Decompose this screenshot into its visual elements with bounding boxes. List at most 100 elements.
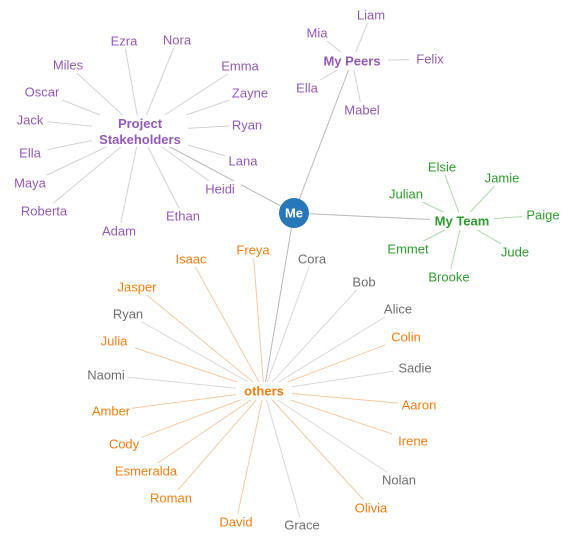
label-bg — [15, 203, 73, 219]
label-bg — [112, 279, 162, 295]
node-stakeholders-oscar: Oscar — [25, 85, 60, 100]
node-others-bob: Bob — [352, 275, 375, 290]
label-bg — [497, 244, 533, 260]
node-team-emmet: Emmet — [387, 242, 429, 257]
node-team-julian: Julian — [389, 187, 423, 202]
label-bg — [385, 329, 427, 345]
node-team-paige: Paige — [526, 208, 559, 223]
node-team-elsie: Elsie — [428, 160, 456, 175]
label-bg — [346, 500, 396, 516]
node-stakeholders-maya: Maya — [14, 176, 47, 191]
label-bg — [12, 112, 48, 128]
edge-others-david — [235, 390, 265, 523]
node-peers-felix: Felix — [416, 52, 444, 67]
label-bg — [394, 360, 436, 376]
node-others-jasper: Jasper — [117, 280, 157, 295]
node-others-sadie: Sadie — [398, 361, 431, 376]
label-bg — [378, 472, 420, 488]
label-bg — [106, 436, 142, 452]
label-bg — [110, 463, 182, 479]
edge-others-bob — [263, 281, 365, 392]
node-others-david: David — [219, 515, 252, 530]
node-others-cody: Cody — [109, 437, 140, 452]
label-bg — [341, 102, 383, 118]
node-stakeholders-ethan: Ethan — [166, 209, 200, 224]
center-node — [279, 198, 309, 228]
node-stakeholders-miles: Miles — [53, 58, 84, 73]
node-others-julia: Julia — [101, 334, 129, 349]
edge-team-brooke — [448, 220, 463, 278]
center-label: Me — [285, 206, 303, 221]
node-stakeholders-jack: Jack — [17, 113, 44, 128]
label-bg — [215, 514, 257, 530]
node-stakeholders-roberta: Roberta — [21, 204, 68, 219]
node-stakeholders-emma: Emma — [221, 59, 259, 74]
node-team-brooke: Brooke — [428, 270, 469, 285]
node-others-colin: Colin — [391, 330, 421, 345]
label-bg — [110, 306, 146, 322]
label-bg — [12, 145, 48, 161]
label-bg — [316, 52, 388, 70]
label-bg — [236, 382, 292, 400]
node-stakeholders-heidi: Heidi — [205, 182, 235, 197]
node-stakeholders-nora: Nora — [163, 33, 192, 48]
node-others-freya: Freya — [236, 243, 270, 258]
hub-team: My Team — [435, 214, 490, 229]
label-bg — [85, 367, 127, 383]
label-bg — [424, 269, 474, 285]
node-peers-mabel: Mabel — [344, 103, 380, 118]
label-bg — [170, 251, 212, 267]
label-bg — [159, 32, 195, 48]
label-bg — [294, 251, 330, 267]
node-others-olivia: Olivia — [355, 501, 388, 516]
label-bg — [93, 333, 135, 349]
label-bg — [21, 84, 63, 100]
label-bg — [303, 25, 331, 41]
edge-others-cora — [263, 258, 313, 392]
label-bg — [101, 223, 137, 239]
node-stakeholders-ryan: Ryan — [232, 118, 262, 133]
label-bg — [162, 208, 204, 224]
label-bg — [409, 51, 451, 67]
edge-others-grace — [263, 390, 303, 526]
label-bg — [150, 490, 192, 506]
node-others-grace: Grace — [284, 518, 319, 533]
node-others-isaac: Isaac — [175, 252, 207, 267]
node-stakeholders-ella: Ella — [19, 146, 41, 161]
label-bg — [398, 397, 440, 413]
label-bg — [47, 57, 89, 73]
label-bg — [481, 170, 523, 186]
edge-others-isaac — [190, 258, 265, 392]
node-others-aaron: Aaron — [402, 398, 437, 413]
label-bg — [229, 117, 265, 133]
node-team-jude: Jude — [501, 245, 529, 260]
node-others-esmeralda: Esmeralda — [115, 464, 178, 479]
edge-others-jasper — [136, 286, 265, 392]
label-bg — [225, 153, 261, 169]
edge-me-peers — [293, 60, 353, 214]
label-bg — [229, 85, 271, 101]
node-stakeholders-zayne: Zayne — [232, 86, 268, 101]
node-others-cora: Cora — [298, 252, 327, 267]
edge-me-others — [263, 212, 295, 392]
node-stakeholders-lana: Lana — [229, 154, 259, 169]
edge-others-nolan — [263, 390, 400, 481]
node-others-naomi: Naomi — [87, 368, 125, 383]
label-bg — [522, 207, 564, 223]
label-bg — [199, 181, 241, 197]
hub-others: others — [244, 384, 284, 399]
label-bg — [92, 115, 188, 147]
edge-others-esmeralda — [145, 390, 265, 472]
node-stakeholders-adam: Adam — [102, 224, 136, 239]
label-bg — [222, 58, 258, 74]
label-bg — [289, 80, 325, 96]
label-bg — [392, 433, 434, 449]
node-others-amber: Amber — [92, 404, 131, 419]
edge-others-alice — [263, 308, 399, 392]
edge-others-olivia — [263, 390, 372, 509]
label-bg — [353, 7, 389, 23]
hub-peers: My Peers — [323, 54, 380, 69]
